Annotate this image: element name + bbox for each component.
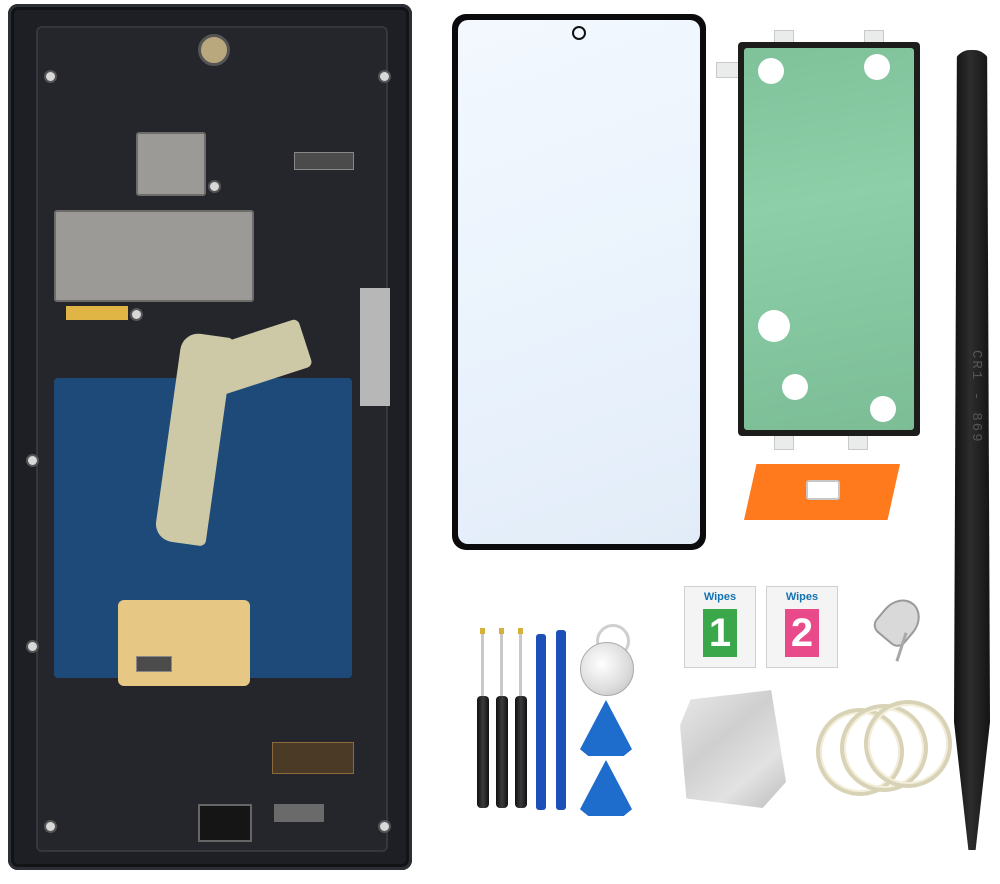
- screwdriver-tip: [499, 628, 504, 634]
- microfiber-cloth: [680, 690, 786, 808]
- screwdriver-tip: [518, 628, 523, 634]
- adhesive-hole: [758, 310, 790, 342]
- screwdriver-shaft: [500, 634, 503, 696]
- screw: [26, 454, 39, 467]
- phone-frame-assembly: [8, 4, 412, 870]
- gold-adhesive-pad: [118, 600, 250, 686]
- screwdriver-shaft: [481, 634, 484, 696]
- wipe-number: 1: [703, 609, 737, 657]
- wet-wipe-packet: Wipes 1: [684, 586, 756, 668]
- blue-pry-bar: [536, 634, 546, 810]
- sim-ejector-icon: [869, 591, 929, 651]
- glass-pane: [458, 20, 700, 544]
- camera-ring: [198, 34, 230, 66]
- screwdriver-handle: [515, 696, 527, 808]
- adhesive-hole: [758, 58, 784, 84]
- screwdriver-handle: [477, 696, 489, 808]
- screw: [26, 640, 39, 653]
- fingerprint-connector: [136, 656, 172, 672]
- wipe-number: 2: [785, 609, 819, 657]
- screw: [44, 70, 57, 83]
- black-spudger-tool: CR1 - 869: [954, 50, 990, 850]
- screwdriver-tip: [480, 628, 485, 634]
- wipe-title: Wipes: [785, 591, 819, 603]
- blue-pry-bar: [556, 630, 566, 810]
- rf-shield-small: [136, 132, 206, 196]
- bottom-connector: [272, 742, 354, 774]
- blade-window: [806, 480, 840, 500]
- rf-shield-large: [54, 210, 254, 302]
- blue-triangle-pick: [580, 760, 632, 816]
- orange-razor-blade: [744, 464, 900, 520]
- side-plate: [360, 288, 390, 406]
- flex-connector: [294, 152, 354, 170]
- adhesive-hole: [870, 396, 896, 422]
- screw: [208, 180, 221, 193]
- dry-wipe-packet: Wipes 2: [766, 586, 838, 668]
- punch-hole-camera-icon: [572, 26, 586, 40]
- replacement-screen-glass: [452, 14, 706, 550]
- adhesive-film: [744, 48, 914, 430]
- usb-port-bracket: [198, 804, 252, 842]
- screw: [44, 820, 57, 833]
- screwdriver-handle: [496, 696, 508, 808]
- adhesive-hole: [782, 374, 808, 400]
- adhesive-ring: [864, 700, 952, 788]
- contact-pads: [66, 306, 128, 320]
- suction-cup: [580, 642, 634, 696]
- blue-triangle-pick: [580, 700, 632, 756]
- screw: [130, 308, 143, 321]
- frame-adhesive-sticker: [738, 42, 920, 436]
- spudger-stamp: CR1 - 869: [968, 350, 984, 444]
- screwdriver-shaft: [519, 634, 522, 696]
- screw: [378, 820, 391, 833]
- wipe-title: Wipes: [703, 591, 737, 603]
- adhesive-hole: [864, 54, 890, 80]
- speaker-grill: [274, 804, 324, 822]
- screw: [378, 70, 391, 83]
